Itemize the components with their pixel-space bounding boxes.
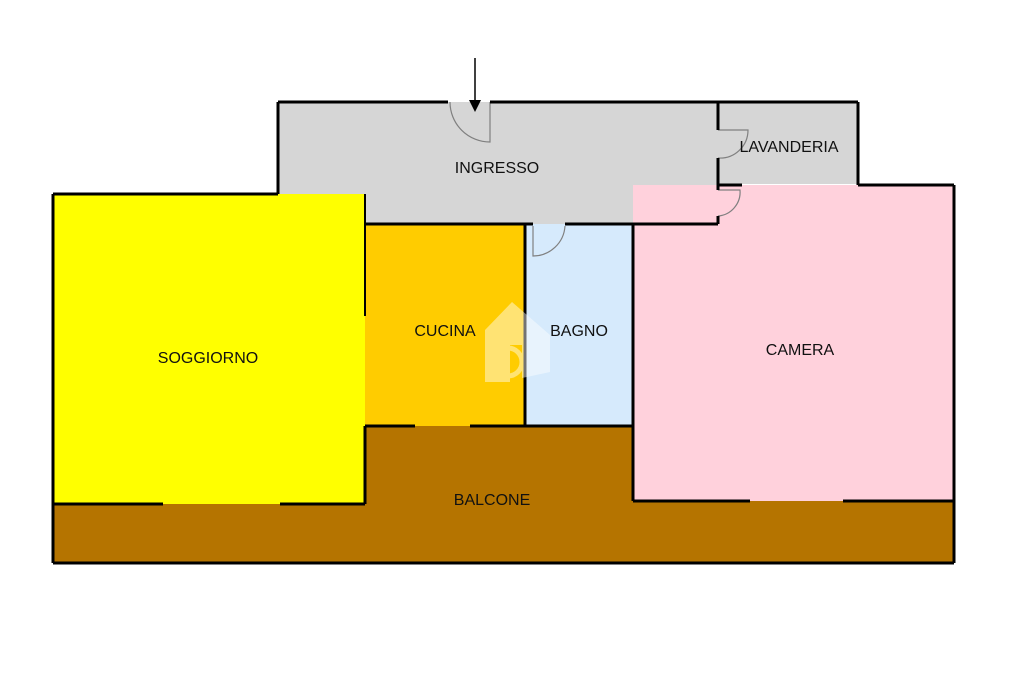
room-label-lavanderia: LAVANDERIA xyxy=(740,139,839,156)
room-label-camera: CAMERA xyxy=(766,342,835,359)
room-label-ingresso: INGRESSO xyxy=(455,160,539,177)
door-swing-lavanderia xyxy=(717,129,749,159)
entrance-arrow-icon xyxy=(469,58,481,112)
room-cucina[interactable] xyxy=(365,224,525,426)
room-label-soggiorno: SOGGIORNO xyxy=(158,350,258,367)
room-label-balcone: BALCONE xyxy=(454,492,530,509)
house-logo-icon xyxy=(485,302,550,382)
room-label-bagno: BAGNO xyxy=(550,323,608,340)
door-swing-camera xyxy=(717,189,741,217)
room-camera[interactable] xyxy=(633,185,954,501)
room-label-cucina: CUCINA xyxy=(414,323,476,340)
walls xyxy=(51,100,956,565)
room-balcone[interactable] xyxy=(53,426,954,563)
room-soggiorno[interactable] xyxy=(53,194,365,504)
door-swing-entrance xyxy=(449,101,491,143)
door-swing-bagno xyxy=(532,225,566,257)
room-bagno[interactable] xyxy=(525,224,633,426)
room-lavanderia[interactable] xyxy=(718,102,858,184)
door-swings xyxy=(449,101,749,257)
